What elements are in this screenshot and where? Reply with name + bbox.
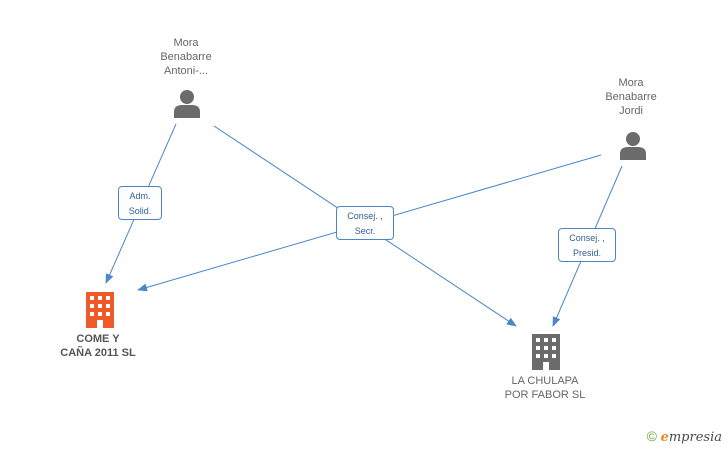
person-icon[interactable] <box>172 88 202 118</box>
company-chulapa-label[interactable]: LA CHULAPA POR FABOR SL <box>504 375 586 401</box>
company-come-label[interactable]: COME Y CAÑA 2011 SL <box>60 333 136 359</box>
person-antoni-label[interactable]: Mora Benabarre Antoni-... <box>160 37 212 77</box>
brand-name: mpresia <box>668 430 722 445</box>
building-icon[interactable] <box>84 292 116 328</box>
relation-consej-presid[interactable]: Consej. , Presid. <box>558 228 616 262</box>
relation-adm-solid[interactable]: Adm. Solid. <box>118 186 162 220</box>
building-icon[interactable] <box>530 334 562 370</box>
person-jordi-label[interactable]: Mora Benabarre Jordi <box>605 77 657 117</box>
brand-e: e <box>660 430 669 445</box>
empresia-brand: © empresia <box>647 428 722 445</box>
copyright-icon: © <box>646 428 657 444</box>
relation-consej-secr[interactable]: Consej. , Secr. <box>336 206 394 240</box>
person-icon[interactable] <box>618 130 648 160</box>
